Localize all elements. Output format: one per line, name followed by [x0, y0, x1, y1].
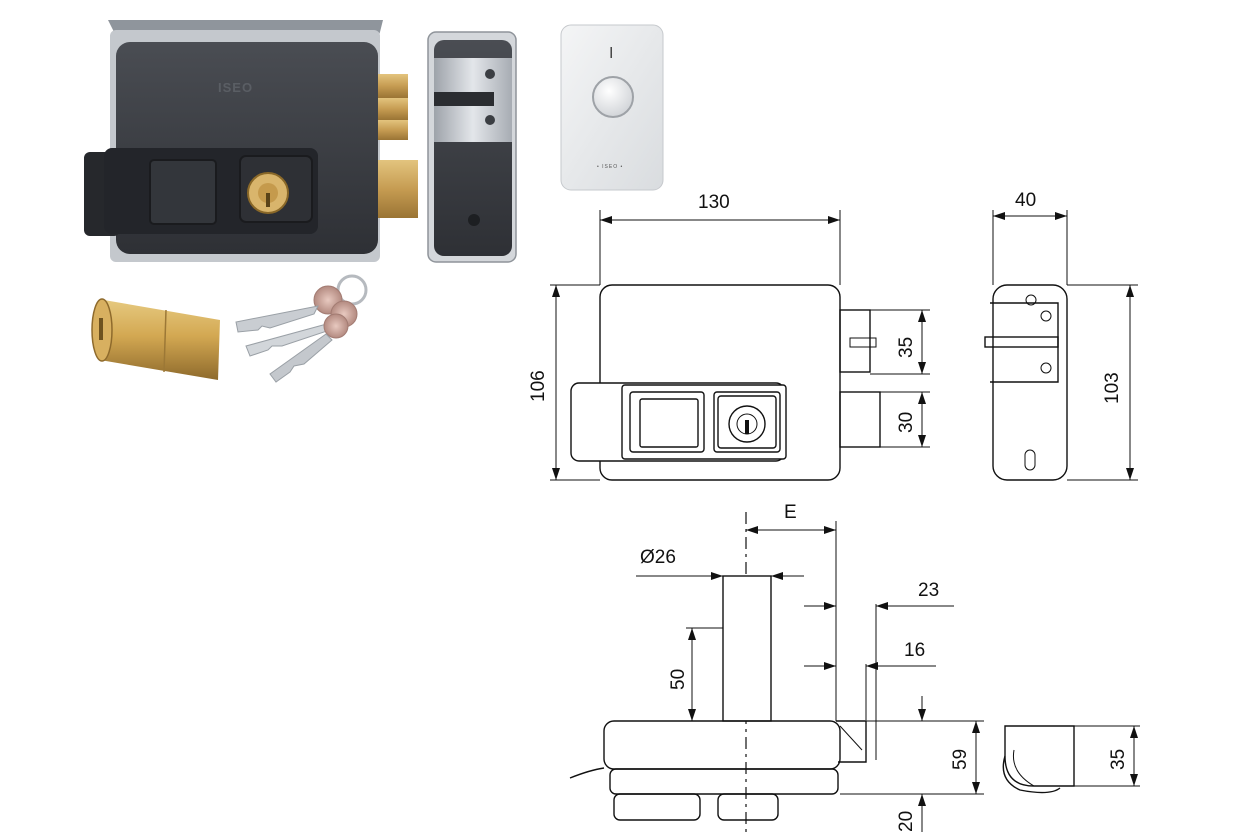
- upper-bolt-photo-3: [378, 120, 408, 140]
- upper-bolt-photo: [378, 74, 408, 98]
- dim-knob-projection-label: 20: [896, 811, 917, 832]
- cylinder-barrel: [100, 300, 220, 380]
- side-screw-1: [1025, 294, 1037, 306]
- lock-photo: ISEO: [84, 20, 418, 262]
- dim-backset-label: E: [784, 502, 797, 523]
- lower-bolt-photo: [378, 160, 418, 218]
- dim-130-arrow-r: [828, 216, 840, 224]
- dim-20-arrow-b: [918, 794, 926, 806]
- top-strike-bolt: [836, 720, 867, 763]
- dim-40-arrow-r: [1055, 212, 1067, 220]
- dim-width-label: 130: [698, 192, 730, 213]
- cylinder-groove: [163, 309, 167, 373]
- top-cylinder: [722, 575, 772, 722]
- dim-d26-arrow-l: [711, 572, 723, 580]
- strike-screw-mid: [485, 115, 495, 125]
- side-strike-latch: [990, 302, 1059, 383]
- top-strike-curve: [1012, 749, 1035, 787]
- dim-35b-arrow-t: [1130, 726, 1138, 738]
- dim-30-arrow-b: [918, 435, 926, 447]
- dim-35a-arrow-b: [918, 362, 926, 374]
- dim-cylinder-diameter-label: Ø26: [640, 547, 676, 568]
- front-latch-tip: [849, 337, 877, 348]
- push-button-photo: [149, 159, 217, 225]
- dim-16-arrow-r: [866, 662, 878, 670]
- dim-103-arrow-t: [1126, 285, 1134, 297]
- dim-cylinder-length-label: 50: [668, 669, 689, 690]
- side-bottom-slot: [1024, 449, 1036, 471]
- dim-59-arrow-t: [972, 721, 980, 733]
- dim-E-arrow-l: [746, 526, 758, 534]
- dim-16-arrow-l: [824, 662, 836, 670]
- dim-35a-arrow-t: [918, 310, 926, 322]
- front-cylinder-face: [728, 405, 766, 443]
- dim-strike-height-label: 35: [1108, 749, 1129, 770]
- front-cylinder-frame: [713, 391, 781, 453]
- button-panel-push-button[interactable]: [592, 76, 634, 118]
- keyway-photo: [266, 193, 270, 207]
- dim-side-height-label: 103: [1102, 372, 1123, 404]
- front-push-button-frame: [629, 391, 705, 453]
- dim-height-label: 106: [528, 370, 549, 402]
- cylinder-photo: [91, 298, 220, 380]
- top-view-drawing: E Ø26 50 23 16 59 20: [569, 502, 1140, 832]
- button-panel-photo: I • ISEO •: [560, 24, 664, 191]
- top-lock-lever: [569, 767, 605, 779]
- dim-20-arrow-t: [918, 709, 926, 721]
- strike-plate-photo: [427, 31, 517, 263]
- dim-23-arrow-r: [876, 602, 888, 610]
- strike-slot: [434, 92, 494, 106]
- strike-screw-top: [485, 69, 495, 79]
- side-screw-3: [1040, 362, 1052, 374]
- dim-lower-bolt-label: 30: [896, 412, 917, 433]
- side-view-drawing: 40 103: [984, 190, 1138, 481]
- dim-50-arrow-t: [688, 628, 696, 640]
- dim-103-arrow-b: [1126, 468, 1134, 480]
- front-lower-bolt: [839, 391, 881, 448]
- dim-106-arrow-t: [552, 285, 560, 297]
- dim-body-thickness-label: 59: [950, 749, 971, 770]
- dim-E-arrow-r: [824, 526, 836, 534]
- front-view-drawing: 130 106 35 30: [528, 192, 930, 481]
- dim-depth-label: 40: [1015, 190, 1036, 211]
- front-push-button: [639, 398, 699, 448]
- top-lock-body: [603, 720, 841, 770]
- strike-screw-bottom: [468, 214, 480, 226]
- dim-106-arrow-b: [552, 468, 560, 480]
- top-strike-profile: [1004, 725, 1075, 787]
- top-lock-base: [609, 768, 839, 795]
- side-screw-2: [1040, 310, 1052, 322]
- dim-strike-inner-label: 16: [904, 640, 925, 661]
- side-strike-slot: [984, 336, 1059, 348]
- button-panel-footer: • ISEO •: [597, 164, 623, 170]
- keys-photo: [235, 274, 368, 383]
- dim-59-arrow-b: [972, 782, 980, 794]
- dim-50-arrow-b: [688, 709, 696, 721]
- dim-130-arrow-l: [600, 216, 612, 224]
- dim-35b-arrow-b: [1130, 774, 1138, 786]
- dim-strike-outer-label: 23: [918, 580, 939, 601]
- upper-bolt-photo-2: [378, 98, 408, 120]
- front-upper-bolt: [839, 309, 871, 373]
- dim-d26-arrow-r: [771, 572, 783, 580]
- key-3: [269, 313, 349, 383]
- front-keyway: [745, 420, 749, 434]
- top-strike-bevel: [839, 725, 863, 751]
- dim-40-arrow-l: [993, 212, 1005, 220]
- front-cylinder-inner: [717, 395, 777, 449]
- top-knob-right: [717, 793, 779, 821]
- dim-upper-bolt-label: 35: [896, 337, 917, 358]
- dim-23-arrow-l: [824, 602, 836, 610]
- button-panel-mark: I: [609, 45, 613, 62]
- dim-30-arrow-t: [918, 392, 926, 404]
- cylinder-keyway: [99, 318, 103, 340]
- top-strike-lip: [1002, 755, 1061, 794]
- lock-brand-text: ISEO: [218, 80, 253, 95]
- top-knob-left: [613, 793, 701, 821]
